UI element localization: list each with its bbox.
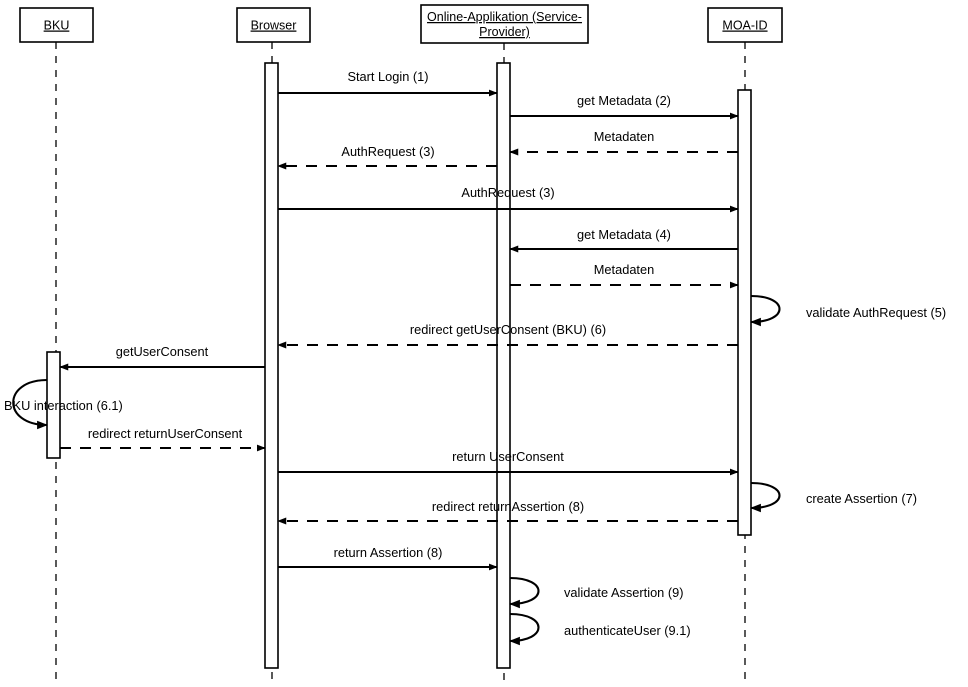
message-m7: Metadaten	[510, 262, 739, 289]
participant-box-browser[interactable]	[236, 7, 311, 43]
self-messages-layer: validate AuthRequest (5) BKU interaction …	[4, 294, 946, 646]
message-label-m3: Metadaten	[594, 129, 654, 144]
self-message-label-s3: create Assertion (7)	[806, 491, 917, 506]
self-message-s4: validate Assertion (9)	[509, 576, 684, 609]
message-m13: return Assertion (8)	[278, 545, 498, 571]
activation-bar-moaid	[737, 89, 752, 536]
self-message-label-s2: BKU interaction (6.1)	[4, 398, 123, 413]
message-m12: redirect returnAssertion (8)	[277, 499, 738, 525]
message-label-m8: redirect getUserConsent (BKU) (6)	[410, 322, 606, 337]
participant-label-moaid: MOA-ID	[722, 19, 767, 33]
message-label-m12: redirect returnAssertion (8)	[432, 499, 584, 514]
message-m6: get Metadata (4)	[509, 227, 738, 253]
activation-bar-browser	[264, 62, 279, 669]
self-message-s1: validate AuthRequest (5)	[750, 294, 946, 327]
message-label-m2: get Metadata (2)	[577, 93, 671, 108]
message-m5: AuthRequest (3)	[278, 185, 739, 213]
messages-layer: Start Login (1) get Metadata (2) Metadaten…	[59, 69, 739, 571]
message-m8: redirect getUserConsent (BKU) (6)	[277, 322, 738, 349]
participant-box-bku[interactable]	[19, 7, 94, 43]
participant-box-oa[interactable]	[420, 4, 589, 44]
message-label-m9: getUserConsent	[116, 344, 209, 359]
activations-layer	[46, 62, 752, 669]
participant-browser[interactable]: Browser	[236, 7, 311, 43]
message-m1: Start Login (1)	[278, 69, 498, 97]
message-label-m1: Start Login (1)	[347, 69, 428, 84]
self-message-s5: authenticateUser (9.1)	[509, 612, 691, 646]
participant-label-browser: Browser	[251, 19, 297, 33]
self-message-label-s4: validate Assertion (9)	[564, 585, 684, 600]
message-label-m13: return Assertion (8)	[334, 545, 443, 560]
self-message-arrow-s5	[509, 612, 540, 646]
self-message-label-s1: validate AuthRequest (5)	[806, 305, 946, 320]
participant-label-bku: BKU	[44, 19, 70, 33]
message-m4: AuthRequest (3)	[277, 144, 497, 170]
self-message-arrow-s4	[509, 576, 540, 609]
message-label-m10: redirect returnUserConsent	[88, 426, 243, 441]
activation-bar-oa	[496, 62, 511, 669]
message-label-m4: AuthRequest (3)	[341, 144, 434, 159]
participant-label-oa: Provider)	[479, 25, 530, 39]
participant-bku[interactable]: BKU	[19, 7, 94, 43]
self-message-label-s5: authenticateUser (9.1)	[564, 623, 691, 638]
message-m10: redirect returnUserConsent	[60, 426, 266, 452]
self-message-arrow-s3	[750, 481, 781, 513]
participant-oa[interactable]: Online-Applikation (Service-Provider)	[420, 4, 589, 44]
message-m3: Metadaten	[509, 129, 738, 156]
message-m2: get Metadata (2)	[510, 93, 739, 120]
participant-label-oa: Online-Applikation (Service-	[427, 10, 582, 24]
participant-moaid[interactable]: MOA-ID	[707, 7, 783, 43]
message-label-m7: Metadaten	[594, 262, 654, 277]
self-message-arrow-s1	[750, 294, 781, 327]
participant-box-moaid[interactable]	[707, 7, 783, 43]
participants-layer: BKU Browser Online-Applikation (Service-Pr…	[19, 4, 783, 44]
self-message-arrow-s2	[12, 378, 48, 430]
message-label-m5: AuthRequest (3)	[461, 185, 554, 200]
message-label-m11: return UserConsent	[452, 449, 564, 464]
self-message-s2: BKU interaction (6.1)	[4, 378, 123, 430]
message-m9: getUserConsent	[59, 344, 265, 371]
self-message-s3: create Assertion (7)	[750, 481, 917, 513]
message-m11: return UserConsent	[278, 449, 739, 476]
activation-bar-bku	[46, 351, 61, 459]
message-label-m6: get Metadata (4)	[577, 227, 671, 242]
